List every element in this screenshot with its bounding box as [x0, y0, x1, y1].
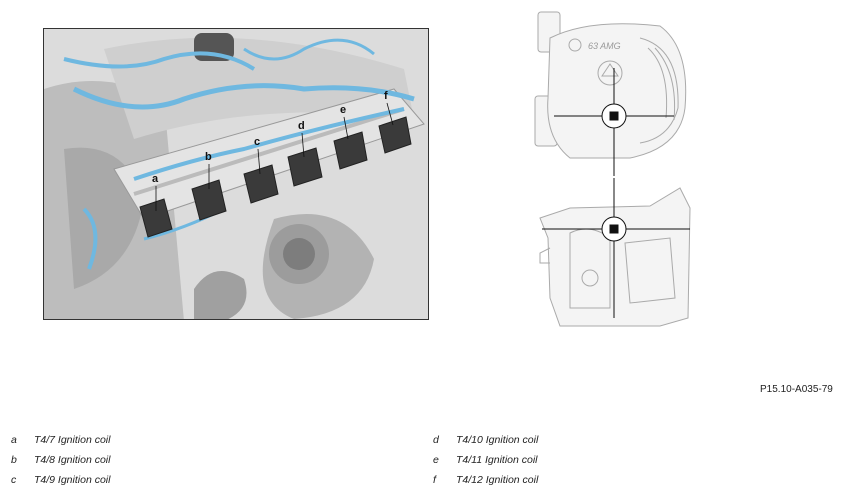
callout-f: f [384, 90, 388, 102]
engine-illustration: a b c d e f [44, 29, 428, 319]
cover-badge: 63 AMG [588, 41, 621, 51]
callout-e: e [340, 104, 346, 116]
legend-key: e [433, 454, 439, 466]
engine-photo: a b c d e f [43, 28, 429, 320]
legend-key: f [433, 474, 436, 486]
engine-side-view [539, 187, 691, 327]
legend-text: T4/11 Ignition coil [456, 454, 538, 466]
reference-views: 63 AMG [530, 8, 695, 328]
legend-item: f T4/12 Ignition coil [433, 470, 538, 490]
legend-key: d [433, 434, 439, 446]
legend-text: T4/7 Ignition coil [34, 434, 111, 446]
legend-key: a [11, 434, 17, 446]
callout-b: b [205, 151, 212, 163]
legend-key: c [11, 474, 17, 486]
legend-item: a T4/7 Ignition coil [11, 430, 110, 450]
legend-item: c T4/9 Ignition coil [11, 470, 110, 490]
legend-key: b [11, 454, 17, 466]
view-marker-icon [542, 68, 690, 318]
engine-top-view [534, 11, 687, 159]
legend-left: a T4/7 Ignition coil b T4/8 Ignition coi… [11, 430, 110, 490]
legend-text: T4/12 Ignition coil [456, 474, 539, 486]
legend-right: d T4/10 Ignition coil e T4/11 Ignition c… [433, 430, 538, 490]
legend-item: d T4/10 Ignition coil [433, 430, 538, 450]
legend-text: T4/10 Ignition coil [456, 434, 539, 446]
callout-c: c [254, 136, 260, 148]
callout-d: d [298, 120, 305, 132]
reference-code: P15.10-A035-79 [760, 384, 833, 395]
legend-item: e T4/11 Ignition coil [433, 450, 538, 470]
ignition-coil-icon [139, 116, 412, 238]
legend-item: b T4/8 Ignition coil [11, 450, 110, 470]
callout-a: a [152, 173, 159, 185]
legend-text: T4/8 Ignition coil [34, 454, 111, 466]
legend-text: T4/9 Ignition coil [34, 474, 111, 486]
